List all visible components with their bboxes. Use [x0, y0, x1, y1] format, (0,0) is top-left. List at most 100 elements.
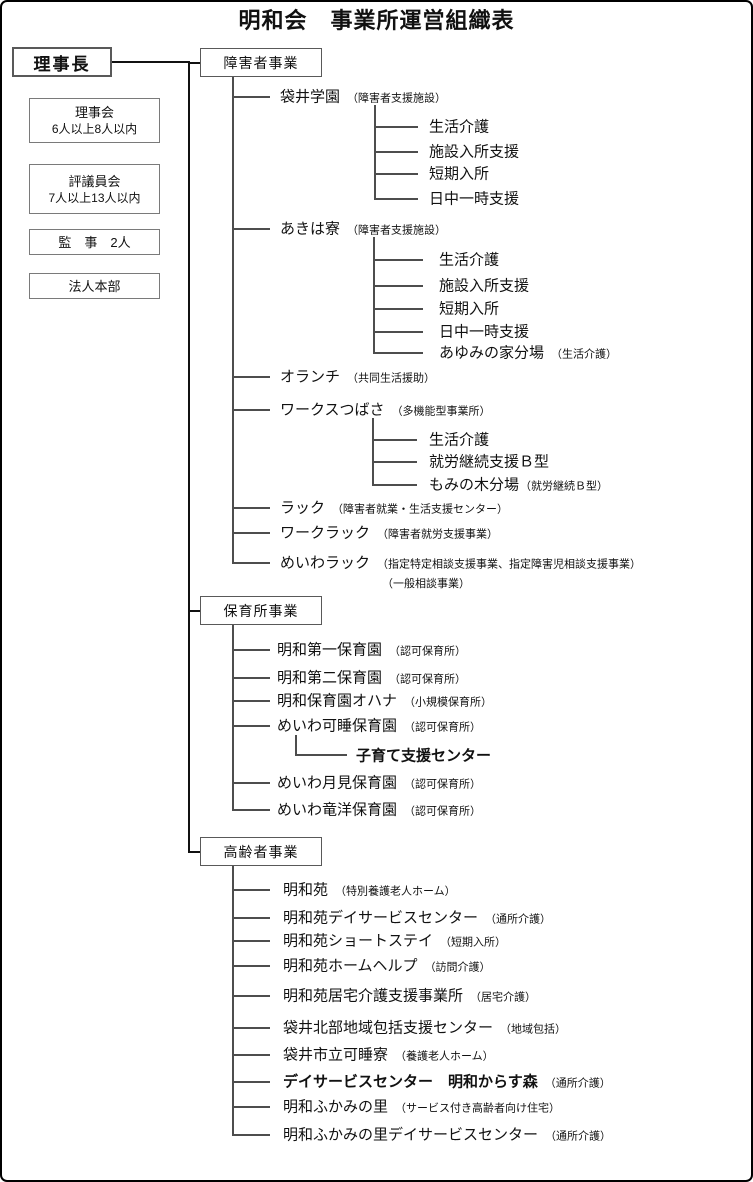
org-item-note: （居宅介護） [470, 991, 537, 1004]
org-subitem-row: 生活介護 [429, 429, 489, 450]
org-item-name: 短期入所 [429, 165, 490, 183]
connector-line [232, 562, 270, 564]
org-item-row: 明和苑ショートステイ（短期入所） [283, 930, 506, 951]
connector-line [374, 198, 418, 200]
connector-line [373, 331, 423, 333]
org-item-row: 明和第一保育園（認可保育所） [277, 639, 466, 660]
org-subitem-row: 子育て支援センター [356, 745, 491, 766]
org-subitem-row: もみの木分場（就労継続Ｂ型） [429, 474, 608, 495]
org-item-name: めいわ月見保育園 [277, 774, 398, 792]
org-item-row: ラック（障害者就業・生活支援センター） [280, 497, 508, 518]
org-item-name: 明和第二保育園 [277, 669, 383, 687]
org-item-row: 明和苑 （特別養護老人ホーム） [283, 879, 456, 900]
section-label: 障害者事業 [223, 54, 299, 71]
connector-line [232, 809, 270, 811]
org-item-name: 施設入所支援 [429, 143, 520, 161]
connector-line [232, 532, 270, 534]
org-item-note: （指定特定相談支援事業、指定障害児相談支援事業） [377, 558, 642, 571]
org-item-note: （訪問介護） [424, 961, 491, 974]
section-box: 保育所事業 [200, 596, 322, 625]
org-item-name: めいわラック [280, 554, 371, 572]
headquarters-label: 法人本部 [68, 278, 121, 294]
councilors-label: 評議員会 [68, 173, 121, 189]
org-item-note: （就労継続Ｂ型） [520, 480, 609, 493]
org-item-name: 袋井学園 [280, 88, 341, 106]
connector-line [188, 61, 200, 64]
org-item-name: 就労継続支援Ｂ型 [429, 453, 550, 471]
org-item-row: 袋井学園 （障害者支援施設） [280, 86, 446, 107]
connector-line [232, 965, 270, 967]
org-item-name: オランチ [280, 368, 341, 386]
connector-line [373, 237, 375, 353]
org-item-note: （障害者支援施設） [347, 92, 447, 105]
connector-line [372, 439, 417, 441]
org-item-note: （通所介護） [544, 1077, 611, 1090]
org-subitem-row: 施設入所支援 [439, 275, 529, 296]
chairman-label: 理事長 [33, 54, 91, 74]
org-item-row: めいわ月見保育園 （認可保育所） [277, 772, 481, 793]
board-count: 6人以上8人以内 [51, 122, 138, 136]
org-item-name: ワークラック [280, 524, 371, 542]
councilors-count: 7人以上13人以内 [48, 190, 141, 205]
org-item-name: ラック [280, 499, 326, 517]
connector-line [232, 889, 270, 891]
org-item-name: 明和保育園オハナ [277, 692, 398, 710]
org-item-row: 明和第二保育園 （認可保育所） [277, 667, 466, 688]
connector-line [374, 126, 418, 128]
org-item-row: ワークラック（障害者就労支援事業） [280, 522, 498, 543]
org-item-note: （通所介護） [545, 1130, 612, 1143]
connector-line [232, 507, 270, 509]
connector-line [232, 96, 270, 98]
org-item-name: 明和苑デイサービスセンター [283, 909, 479, 927]
connector-line [232, 782, 270, 784]
org-item-name: 明和苑 [283, 881, 329, 899]
connector-line [232, 649, 270, 651]
connector-line [374, 173, 418, 175]
org-item-note: （認可保育所） [389, 673, 467, 686]
connector-line [232, 228, 270, 230]
org-item-name: 明和苑居宅介護支援事業所 [283, 987, 464, 1005]
org-item-name: 明和ふかみの里デイサービスセンター [283, 1126, 539, 1144]
org-item-name: 子育て支援センター [356, 747, 492, 765]
connector-line [232, 940, 270, 942]
org-item-note: （一般相談事業） [382, 578, 470, 590]
org-subitem-row: あゆみの家分場（生活介護） [439, 342, 617, 363]
board-label: 理事会 [74, 105, 114, 120]
org-item-name: 日中一時支援 [429, 190, 520, 208]
connector-line [232, 866, 234, 1135]
org-item-note: （認可保育所） [404, 721, 482, 734]
box-councilors: 評議員会 7人以上13人以内 [29, 164, 160, 214]
org-item-note: （認可保育所） [404, 778, 482, 791]
org-subitem-row: 就労継続支援Ｂ型 [429, 451, 549, 472]
org-item-note: （多機能型事業所） [391, 405, 491, 418]
connector-line [373, 308, 423, 310]
connector-line [232, 995, 270, 997]
org-item-name: 明和ふかみの里 [283, 1098, 389, 1116]
connector-line [232, 1134, 270, 1136]
org-item-note: （小規模保育所） [404, 696, 493, 709]
box-board-of-directors: 理事会 6人以上8人以内 [29, 98, 160, 143]
org-subitem-row: 生活介護 [429, 116, 489, 137]
connector-line [188, 609, 200, 612]
org-item-row: オランチ（共同生活援助） [280, 366, 435, 387]
connector-line [373, 352, 423, 354]
connector-line [232, 700, 270, 702]
box-headquarters: 法人本部 [29, 273, 160, 299]
org-item-row: あきは寮（障害者支援施設） [280, 218, 446, 239]
section-label: 保育所事業 [223, 602, 299, 619]
org-item-name: 施設入所支援 [439, 277, 530, 295]
org-item-note: （生活介護） [551, 348, 618, 361]
org-subitem-row: 施設入所支援 [429, 141, 519, 162]
org-item-note: （障害者支援施設） [347, 224, 447, 237]
section-box: 高齢者事業 [200, 837, 322, 866]
org-item-name: めいわ竜洋保育園 [277, 801, 398, 819]
connector-line [112, 61, 190, 63]
box-auditors: 監 事 2人 [29, 229, 160, 255]
auditors-label: 監 事 2人 [58, 234, 131, 250]
org-item-note: （認可保育所） [389, 645, 467, 658]
org-item-note: （養護老人ホーム） [395, 1050, 494, 1063]
org-item-name: 生活介護 [429, 431, 490, 449]
org-item-note2-row: （一般相談事業） [382, 574, 470, 592]
org-item-note: （特別養護老人ホーム） [335, 885, 456, 898]
connector-line [372, 418, 374, 485]
